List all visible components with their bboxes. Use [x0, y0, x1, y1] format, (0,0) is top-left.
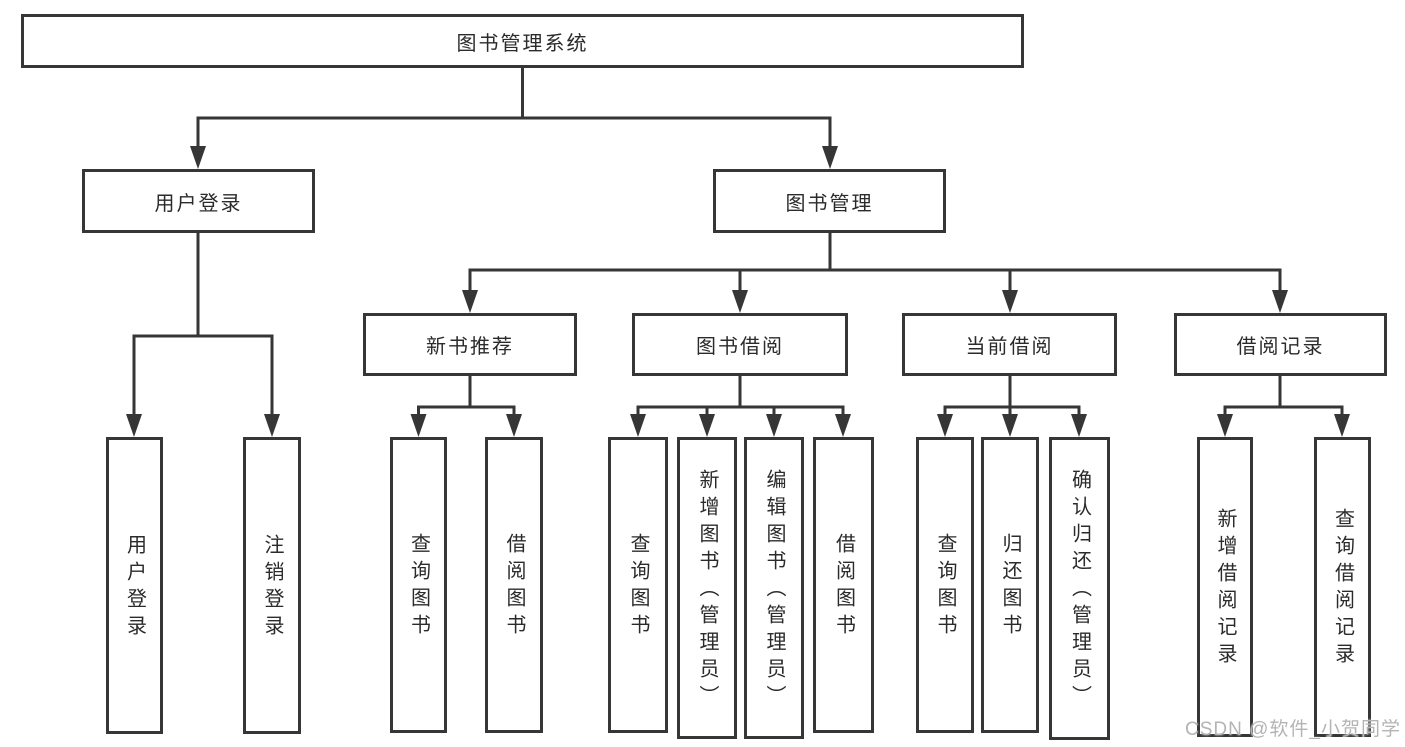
node-library-system: 图书管理系统 — [21, 14, 1024, 68]
leaf-confirm-return-admin: 确认归还（管理员） — [1049, 437, 1110, 740]
leaf-edit-books-admin: 编辑图书（管理员） — [744, 437, 804, 739]
leaf-query-books-borrowing: 查询图书 — [608, 437, 668, 733]
node-book-borrowing: 图书借阅 — [632, 313, 848, 376]
leaf-query-books-current: 查询图书 — [916, 437, 974, 733]
leaf-borrow-books-recommend: 借阅图书 — [485, 437, 543, 733]
leaf-query-borrow-record: 查询借阅记录 — [1314, 437, 1371, 737]
node-current-borrowing: 当前借阅 — [902, 313, 1117, 376]
node-user-login: 用户登录 — [82, 169, 315, 233]
leaf-add-books-admin: 新增图书（管理员） — [677, 437, 737, 739]
leaf-borrow-books: 借阅图书 — [813, 437, 874, 733]
leaf-query-books-recommend: 查询图书 — [390, 437, 447, 733]
node-book-management: 图书管理 — [713, 169, 946, 233]
node-borrowing-records: 借阅记录 — [1174, 313, 1387, 376]
csdn-watermark: CSDN @软件_小贺同学 — [1185, 719, 1401, 740]
leaf-add-borrow-record: 新增借阅记录 — [1197, 437, 1253, 737]
leaf-logout: 注销登录 — [243, 437, 301, 734]
leaf-return-books: 归还图书 — [981, 437, 1039, 733]
leaf-user-login: 用户登录 — [106, 437, 163, 734]
node-new-book-recommend: 新书推荐 — [363, 313, 577, 376]
